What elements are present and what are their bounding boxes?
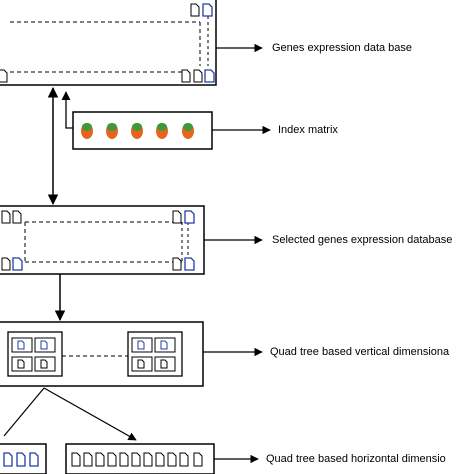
- document-icon-blue: [204, 69, 215, 83]
- selected-database-box: [0, 205, 205, 275]
- document-icon: [172, 257, 182, 271]
- document-icon: [172, 210, 182, 224]
- blob-image: [156, 123, 168, 139]
- document-icon-blue: [16, 452, 26, 467]
- horizontal-quadtree-label: Quad tree based horizontal dimensio: [266, 453, 446, 465]
- document-icon-blue: [3, 452, 13, 467]
- blob-image: [106, 123, 118, 139]
- document-icon: [119, 452, 129, 467]
- selected-database-label: Selected genes expression database: [272, 234, 453, 246]
- genes-database-box: [0, 0, 217, 86]
- horizontal-quadtree-box: [65, 443, 215, 474]
- document-icon: [0, 69, 8, 83]
- vertical-quadtree-box: [0, 321, 204, 387]
- document-icon: [1, 257, 11, 271]
- document-icon-blue: [184, 257, 195, 271]
- document-icon-blue: [202, 3, 213, 17]
- document-icon: [179, 452, 189, 467]
- document-icon: [1, 210, 11, 224]
- arrow-index-to-db: [61, 91, 73, 129]
- document-icon: [95, 452, 105, 467]
- branch-line-left: [3, 387, 45, 437]
- index-matrix-label: Index matrix: [278, 124, 338, 136]
- blob-image: [182, 123, 194, 139]
- document-icon: [155, 452, 165, 467]
- document-icon: [167, 452, 177, 467]
- document-icon-blue: [12, 257, 23, 271]
- document-icon-blue: [184, 210, 195, 224]
- index-matrix-box: [72, 111, 213, 150]
- document-icon: [12, 210, 22, 224]
- document-icon: [193, 69, 203, 83]
- document-icon: [107, 452, 117, 467]
- document-icon: [143, 452, 153, 467]
- branch-arrow-right: [43, 387, 137, 441]
- vertical-quadtree-label: Quad tree based vertical dimensiona: [270, 346, 450, 358]
- blob-image: [81, 123, 93, 139]
- genes-database-label: Genes expression data base: [272, 42, 413, 54]
- document-icon: [181, 69, 191, 83]
- horizontal-partial-box: [0, 443, 47, 474]
- blob-image: [131, 123, 143, 139]
- document-icon: [71, 452, 81, 467]
- document-icon: [190, 3, 200, 17]
- document-icon: [193, 452, 203, 467]
- document-icon: [83, 452, 93, 467]
- document-icon: [131, 452, 141, 467]
- document-icon-blue: [29, 452, 39, 467]
